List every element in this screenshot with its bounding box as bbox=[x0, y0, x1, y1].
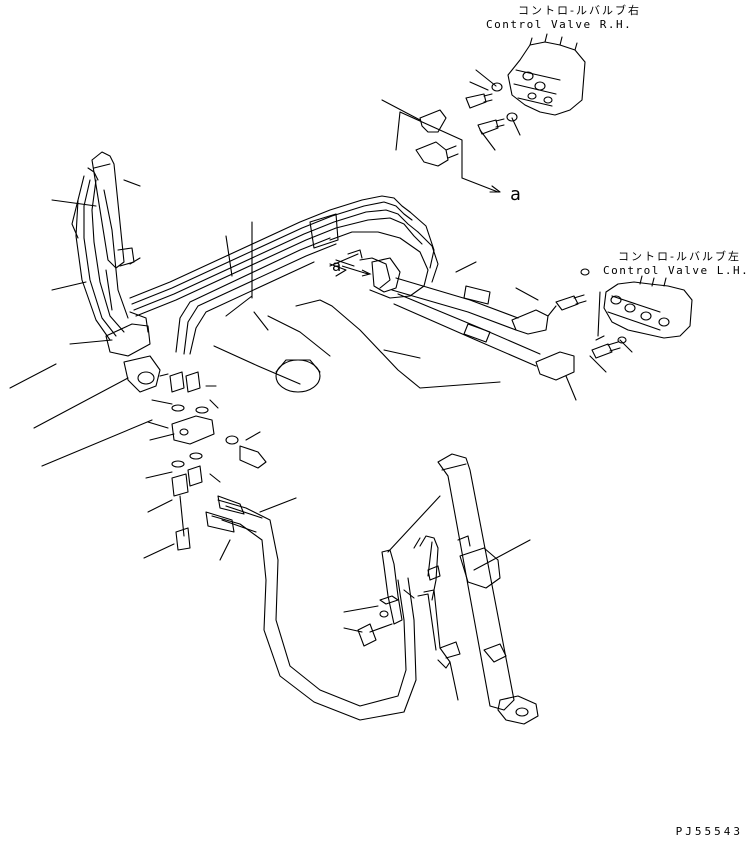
hose-to-lh-valve bbox=[391, 261, 633, 401]
hydraulic-tube-bundle bbox=[129, 195, 439, 355]
control-valve-rh-fittings bbox=[395, 82, 518, 193]
callout-a-middle: a bbox=[332, 257, 342, 275]
control-valve-lh-fittings bbox=[555, 268, 627, 359]
arm-cylinder bbox=[437, 453, 539, 725]
callout-a-upper: a bbox=[510, 184, 521, 205]
arm-cylinder-bolt bbox=[357, 610, 393, 647]
left-hoses bbox=[71, 167, 129, 341]
left-small-parts bbox=[169, 371, 267, 551]
arm-cylinder-hoses bbox=[379, 535, 471, 669]
valve-lh-en-label: Control Valve L.H. bbox=[603, 264, 750, 277]
valve-rh-jp-label: コントロ-ルバルブ右 bbox=[518, 4, 641, 17]
arm-cylinder-leaders bbox=[343, 495, 531, 701]
control-valve-lh-body bbox=[603, 275, 693, 339]
control-valve-rh-leaders bbox=[381, 69, 521, 151]
long-hose bbox=[205, 495, 417, 721]
valve-lh-jp-label: コントロ-ルバルブ左 bbox=[618, 250, 741, 263]
left-valve-block bbox=[105, 311, 169, 393]
figure-code: PJ55543 bbox=[675, 825, 743, 838]
control-valve-rh-body bbox=[507, 33, 586, 116]
boom-cylinder-body bbox=[213, 231, 501, 393]
left-leaders bbox=[9, 199, 261, 559]
valve-rh-en-label: Control Valve R.H. bbox=[486, 18, 633, 31]
callout-a-arrow bbox=[341, 265, 372, 277]
middle-leaders bbox=[225, 221, 359, 317]
left-cylinder bbox=[91, 151, 141, 311]
